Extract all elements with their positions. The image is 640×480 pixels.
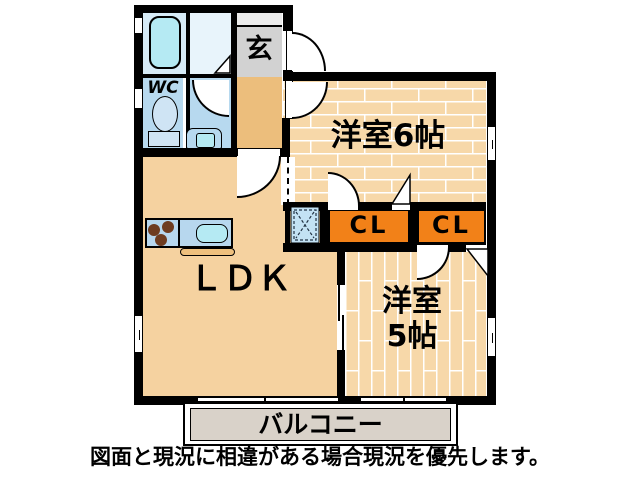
wall-washroom-entrance — [231, 8, 237, 148]
room5-label-line2: 5帖 — [386, 319, 438, 354]
wall-bath-col-divider — [186, 12, 190, 148]
wall-closet-divider — [410, 202, 417, 252]
washbasin-icon — [186, 128, 222, 149]
floor-hallway — [236, 77, 282, 155]
wall-closet-bottom — [283, 243, 486, 252]
wall-hall-room6 — [282, 118, 290, 158]
room5-label-line1: 洋室 — [382, 284, 442, 319]
ldk-label: ＬＤＫ — [189, 259, 291, 299]
toilet-icon — [152, 96, 178, 132]
sliding-door-ldk-room5 — [337, 285, 345, 350]
kitchen-sink-icon — [196, 224, 228, 243]
wall-entrance-right-lower — [283, 70, 293, 81]
wc-label: WC — [147, 78, 179, 98]
bathtub-icon — [149, 16, 181, 69]
wall-washer-left — [285, 205, 290, 252]
wall-entrance-right-upper — [283, 5, 293, 31]
entrance-label: 玄 — [245, 34, 273, 65]
bath-door-triangle — [213, 54, 231, 74]
stove-burners-icon — [146, 219, 178, 247]
window-wc-left — [134, 88, 143, 109]
balcony-deck — [190, 408, 451, 441]
closet2-door-triangle — [465, 248, 489, 279]
plank-floor-pattern — [345, 250, 486, 397]
closet2-label: CL — [432, 211, 471, 239]
wall-washer-closet1 — [320, 202, 328, 252]
wall-sanitary-bottom — [134, 148, 290, 157]
window-room6-right — [487, 126, 496, 161]
balcony-label: バルコニー — [258, 410, 383, 439]
room6-label: 洋室6帖 — [330, 118, 446, 154]
washing-machine-pan-icon — [290, 206, 320, 244]
closet1-door-opening — [328, 203, 358, 210]
wall-top-room6 — [283, 72, 496, 81]
accordion-door — [281, 157, 295, 205]
closet1-label: CL — [349, 211, 389, 239]
window-room5-right — [487, 317, 496, 357]
wall-top-sanitary — [134, 5, 293, 13]
closet1-door2-opening — [392, 203, 410, 210]
wall-right — [487, 72, 496, 405]
caption-text: 図面と現況に相違がある場合現況を優先します。 — [90, 445, 550, 469]
wall-room6-bottom — [283, 202, 486, 211]
counter-ledge — [180, 248, 235, 256]
toilet-tank-icon — [148, 131, 180, 147]
floor-western-room-5 — [345, 250, 486, 397]
window-bath-left — [134, 17, 143, 34]
closet1-door-triangle — [390, 172, 411, 205]
wall-left — [134, 5, 143, 405]
window-ldk-left — [134, 315, 143, 353]
